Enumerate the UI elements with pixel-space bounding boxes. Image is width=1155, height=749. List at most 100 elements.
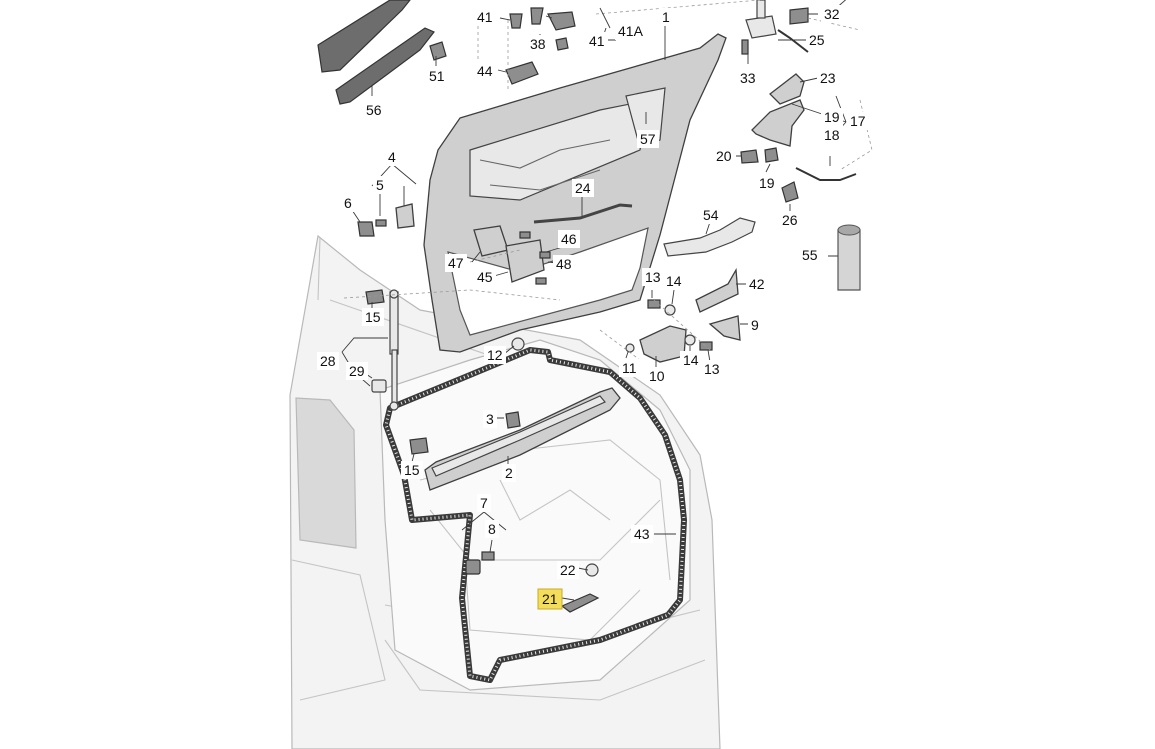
- small-parts: [317, 0, 861, 613]
- callout-15-bottom[interactable]: 15: [401, 461, 423, 479]
- callout-28[interactable]: 28: [317, 352, 339, 370]
- callout-32[interactable]: 32: [821, 5, 843, 23]
- svg-text:20: 20: [716, 148, 732, 164]
- svg-text:1: 1: [662, 9, 670, 25]
- svg-text:38: 38: [530, 36, 546, 52]
- svg-text:28: 28: [320, 353, 336, 369]
- callout-labels: 1 2 3 4 5 6 7 8 9 10 11 12 13 13 14 14 1…: [317, 0, 872, 610]
- callout-41-left[interactable]: 41: [474, 8, 496, 26]
- callout-15-top[interactable]: 15: [362, 308, 384, 326]
- svg-text:23: 23: [820, 70, 836, 86]
- svg-text:25: 25: [809, 32, 825, 48]
- callout-33[interactable]: 33: [737, 69, 759, 87]
- callout-19-left[interactable]: 19: [756, 174, 778, 192]
- callout-1[interactable]: 1: [659, 8, 673, 26]
- callout-13-top[interactable]: 13: [642, 268, 664, 286]
- callout-52[interactable]: 52: [341, 0, 363, 6]
- svg-text:51: 51: [429, 68, 445, 84]
- callout-22[interactable]: 22: [557, 561, 579, 579]
- svg-text:44: 44: [477, 63, 493, 79]
- callout-11[interactable]: 11: [619, 359, 641, 377]
- svg-text:46: 46: [561, 231, 577, 247]
- trunk-trim-panel: [424, 387, 621, 491]
- svg-text:56: 56: [366, 102, 382, 118]
- callout-41-right[interactable]: 41: [586, 32, 608, 50]
- svg-text:54: 54: [703, 207, 719, 223]
- svg-text:43: 43: [634, 526, 650, 542]
- svg-text:45: 45: [477, 269, 493, 285]
- svg-text:19: 19: [759, 175, 775, 191]
- callout-47[interactable]: 47: [445, 254, 467, 272]
- callout-14-top[interactable]: 14: [663, 272, 685, 290]
- svg-text:41: 41: [589, 33, 605, 49]
- svg-text:42: 42: [749, 276, 765, 292]
- callout-12[interactable]: 12: [484, 346, 506, 364]
- callout-14-bottom[interactable]: 14: [680, 351, 702, 369]
- callout-26[interactable]: 26: [779, 211, 801, 229]
- svg-text:5: 5: [376, 177, 384, 193]
- svg-text:47: 47: [448, 255, 464, 271]
- callout-24[interactable]: 24: [572, 179, 594, 197]
- callout-45[interactable]: 45: [474, 268, 496, 286]
- svg-text:9: 9: [751, 317, 759, 333]
- callout-4[interactable]: 4: [385, 148, 399, 166]
- callout-41A[interactable]: 41A: [615, 22, 649, 40]
- svg-text:41: 41: [477, 9, 493, 25]
- tailgate: [423, 33, 727, 353]
- callout-51[interactable]: 51: [426, 67, 448, 85]
- callout-13-bottom[interactable]: 13: [701, 360, 723, 378]
- callout-57[interactable]: 57: [637, 130, 659, 148]
- svg-text:24: 24: [575, 180, 591, 196]
- svg-text:11: 11: [622, 360, 637, 376]
- svg-text:10: 10: [649, 368, 665, 384]
- callout-44[interactable]: 44: [474, 62, 496, 80]
- svg-text:18: 18: [824, 127, 840, 143]
- svg-text:13: 13: [645, 269, 661, 285]
- callout-54[interactable]: 54: [700, 206, 722, 224]
- svg-text:8: 8: [488, 521, 496, 537]
- callout-56[interactable]: 56: [363, 101, 385, 119]
- callout-25[interactable]: 25: [806, 31, 828, 49]
- callout-10[interactable]: 10: [646, 367, 668, 385]
- svg-text:4: 4: [388, 149, 396, 165]
- callout-55[interactable]: 55: [799, 246, 821, 264]
- callout-5[interactable]: 5: [373, 176, 387, 194]
- callout-43[interactable]: 43: [631, 525, 653, 543]
- svg-text:17: 17: [850, 113, 866, 129]
- svg-text:57: 57: [640, 131, 656, 147]
- svg-text:41A: 41A: [618, 23, 644, 39]
- phantom-lines: [343, 0, 873, 361]
- svg-text:6: 6: [344, 195, 352, 211]
- callout-3[interactable]: 3: [483, 410, 497, 428]
- callout-20[interactable]: 20: [713, 147, 735, 165]
- callout-7[interactable]: 7: [477, 494, 491, 512]
- svg-text:7: 7: [480, 495, 488, 511]
- callout-48[interactable]: 48: [553, 255, 575, 273]
- gas-strut: [389, 289, 399, 411]
- svg-text:29: 29: [349, 363, 365, 379]
- trunk-opening-seal: [383, 347, 687, 683]
- callout-38[interactable]: 38: [527, 35, 549, 53]
- callout-30[interactable]: 30: [850, 0, 872, 6]
- callout-8[interactable]: 8: [485, 520, 499, 538]
- svg-text:22: 22: [560, 562, 576, 578]
- callout-17[interactable]: 17: [847, 112, 869, 130]
- callout-42[interactable]: 42: [746, 275, 768, 293]
- callout-21[interactable]: 21: [537, 588, 563, 610]
- svg-text:32: 32: [824, 6, 840, 22]
- callout-18[interactable]: 18: [821, 126, 843, 144]
- callout-2[interactable]: 2: [502, 464, 516, 482]
- callout-6[interactable]: 6: [341, 194, 355, 212]
- svg-text:3: 3: [486, 411, 494, 427]
- svg-text:14: 14: [666, 273, 682, 289]
- callout-9[interactable]: 9: [748, 316, 762, 334]
- svg-text:55: 55: [802, 247, 818, 263]
- callout-23[interactable]: 23: [817, 69, 839, 87]
- svg-text:15: 15: [404, 462, 420, 478]
- callout-29[interactable]: 29: [346, 362, 368, 380]
- svg-text:21: 21: [542, 591, 558, 607]
- svg-text:12: 12: [487, 347, 503, 363]
- callout-19-right[interactable]: 19: [821, 108, 843, 126]
- callout-46[interactable]: 46: [558, 230, 580, 248]
